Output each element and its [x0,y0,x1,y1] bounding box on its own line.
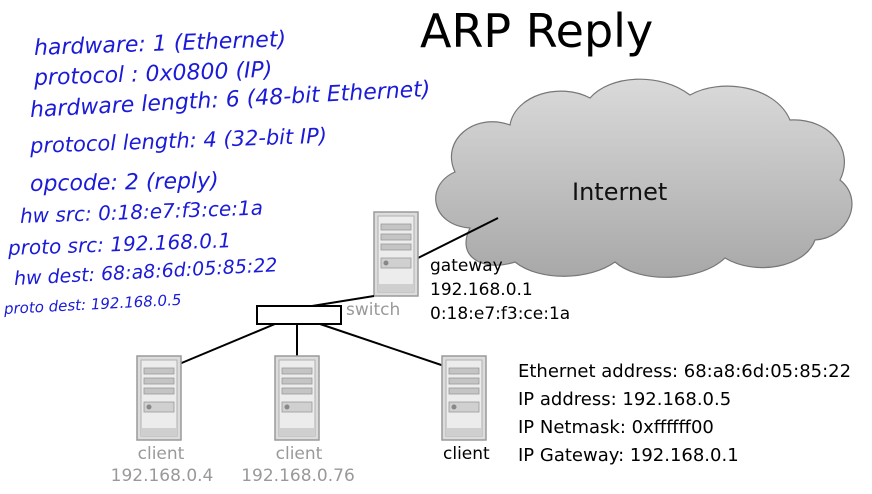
client1-name: client [137,444,185,464]
client2-ip: 192.168.0.76 [241,466,355,486]
client1-ip: 192.168.0.4 [110,466,214,486]
gateway-switch-link [311,295,375,307]
target-ip-gateway: IP Gateway: 192.168.0.1 [518,445,739,466]
gateway-mac: 0:18:e7:f3:ce:1a [430,304,571,324]
target-ip-address: IP address: 192.168.0.5 [518,389,732,410]
client2-server-icon [274,355,320,441]
switch-icon [256,305,342,325]
internet-label: Internet [572,178,668,206]
target-ethernet-address: Ethernet address: 68:a8:6d:05:85:22 [518,361,852,382]
client3-server-icon [441,355,487,441]
target-ip-netmask: IP Netmask: 0xffffff00 [518,417,714,438]
gateway-name: gateway [430,256,503,276]
gateway-ip: 192.168.0.1 [430,280,533,300]
switch-label: switch [346,300,401,320]
client3-name: client [443,444,490,464]
page-title: ARP Reply [420,4,654,58]
client1-server-icon [136,355,182,441]
gateway-server-icon [373,211,419,297]
client3-link [319,323,463,373]
gateway-internet-link [417,217,499,259]
internet-cloud [435,78,853,278]
client2-name: client [275,444,323,464]
